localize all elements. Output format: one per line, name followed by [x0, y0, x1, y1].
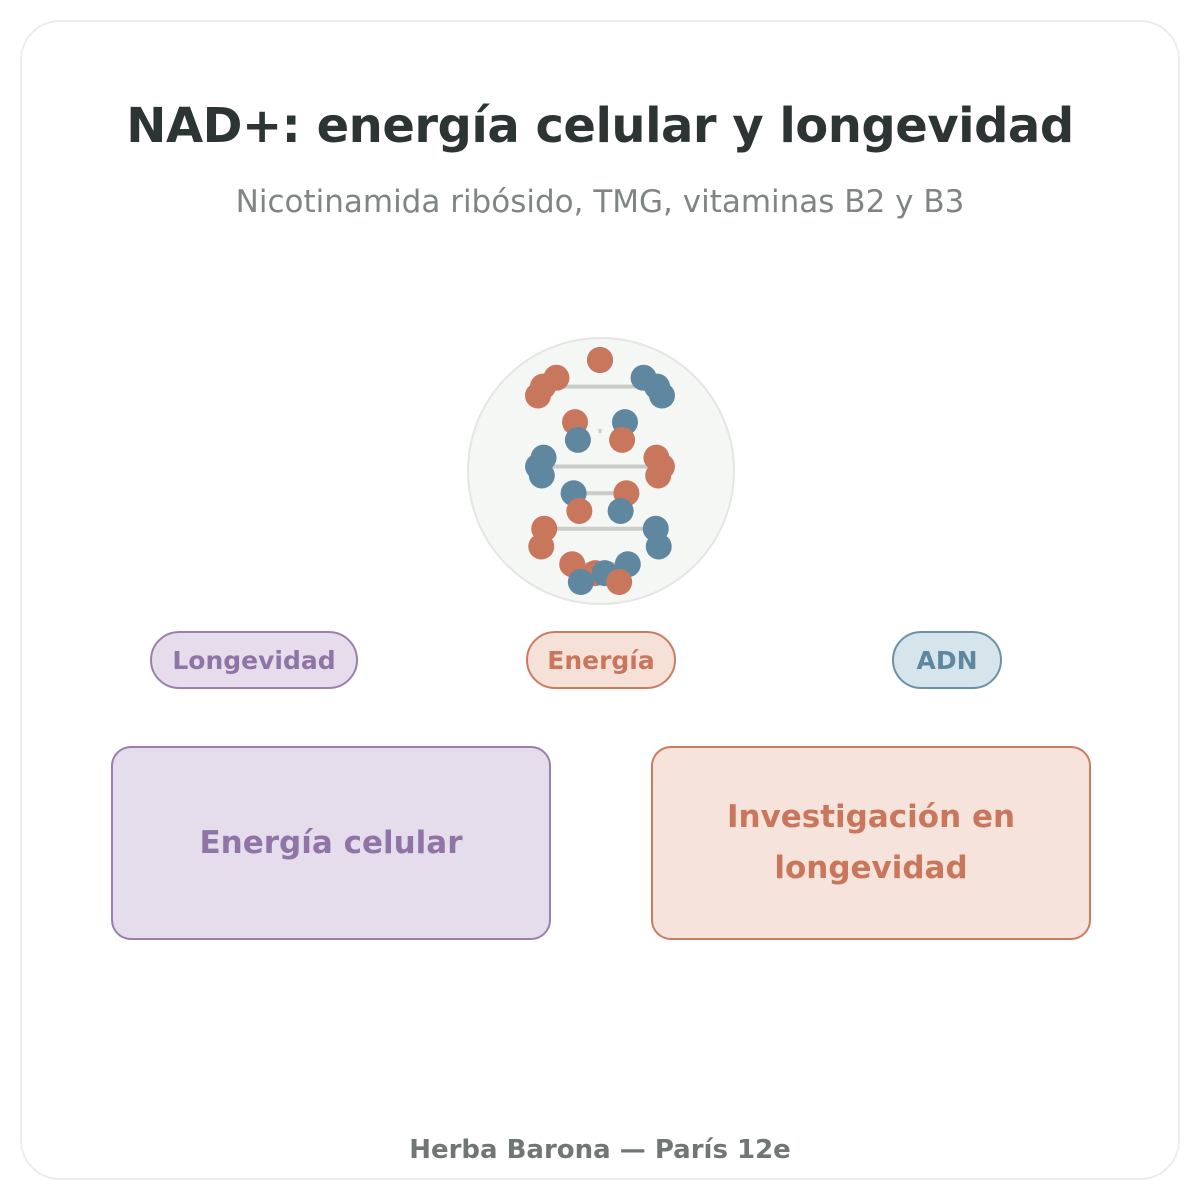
tag-energia: Energía	[526, 631, 676, 689]
dna-beads	[525, 347, 675, 595]
dna-bead-orange	[645, 462, 672, 489]
page-title: NAD+: energía celular y longevidad	[126, 98, 1074, 154]
dna-bead-orange	[606, 569, 633, 595]
dna-bead-blue	[567, 569, 594, 595]
page-subtitle: Nicotinamida ribósido, TMG, vitaminas B2…	[235, 184, 965, 220]
box-energia-celular-label: Energía celular	[199, 824, 463, 861]
dna-bead-blue	[607, 497, 634, 524]
tag-adn: ADN	[892, 631, 1002, 689]
dna-bead-orange	[587, 347, 613, 373]
dna-bead-blue	[645, 533, 672, 560]
dna-bead-orange	[566, 497, 593, 524]
box-investigacion-longevidad: Investigación en longevidad	[651, 746, 1091, 940]
dna-bead-orange	[525, 382, 552, 409]
dna-helix-icon	[467, 337, 735, 605]
dna-bead-orange	[528, 533, 555, 560]
tag-longevidad: Longevidad	[150, 631, 358, 689]
footer-credit: Herba Barona — París 12e	[409, 1135, 791, 1165]
dna-bead-blue	[648, 382, 675, 409]
dna-bead-blue	[564, 426, 591, 453]
box-energia-celular: Energía celular	[111, 746, 551, 940]
box-investigacion-longevidad-label: Investigación en longevidad	[726, 799, 1016, 886]
dna-bead-orange	[609, 426, 636, 453]
dna-bead-blue	[528, 462, 555, 489]
